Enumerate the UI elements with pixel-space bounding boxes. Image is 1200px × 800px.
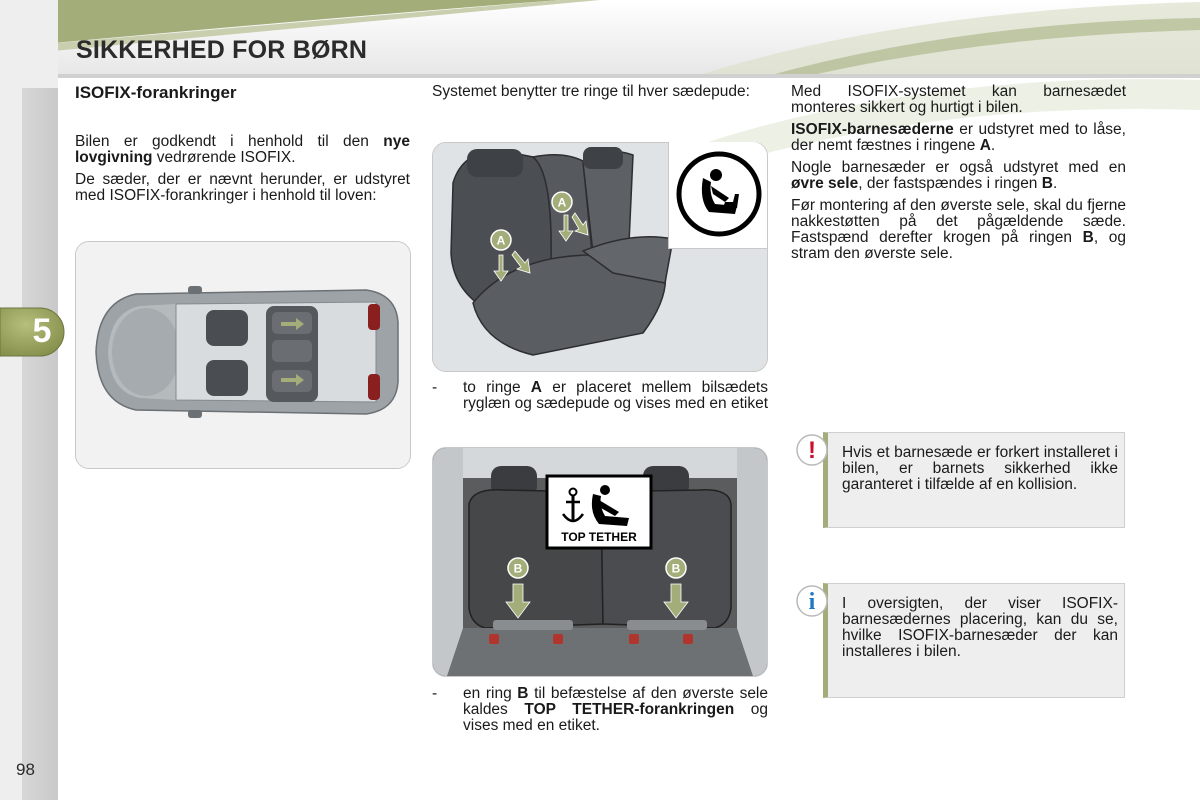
chapter-tab-icon <box>0 307 65 357</box>
bullet-b-text: en ring B til befæstelse af den øverste … <box>463 686 768 734</box>
bold-run: ISOFIX-barnesæderne <box>791 121 954 138</box>
text-run: er placeret mellem bilsædets ryglæn og s… <box>463 379 769 412</box>
info-icon: i <box>796 585 828 617</box>
seat-label-a-left: A <box>497 234 506 248</box>
col1-paragraph-2: De sæder, der er nævnt herunder, er udst… <box>75 171 410 204</box>
col2-intro: Systemet benytter tre ringe til hver sæd… <box>432 83 750 100</box>
child-seat-icon <box>591 485 629 526</box>
trunk-label-b-right: B <box>672 562 681 576</box>
bullet-ring-b: - en ring B til befæstelse af den øverst… <box>432 686 768 736</box>
isofix-child-seat-icon <box>676 151 762 237</box>
warning-icon: ! <box>796 434 828 466</box>
column-2: Systemet benytter tre ringe til hver sæd… <box>432 84 768 106</box>
text-run: til befæstelse af den øverste sele kalde… <box>463 685 768 718</box>
col3-paragraph-3: Nogle barnesæder er også udstyret med en… <box>791 160 1126 192</box>
warning-text: Hvis et barnesæde er forkert installeret… <box>842 444 1118 493</box>
info-symbol: i <box>809 589 816 615</box>
text-run: vedrørende ISOFIX. <box>152 149 296 166</box>
bold-run: B <box>517 685 529 702</box>
trunk-top-tether-figure: B B TOP TETHER <box>432 447 768 677</box>
seat-label-a-right: A <box>558 196 567 210</box>
trunk-illustration: B B TOP TETHER <box>433 448 767 676</box>
anchor-icon <box>561 487 585 523</box>
bold-run: øvre sele <box>791 175 859 192</box>
col3-paragraph-4: Før montering af den øverste sele, skal … <box>791 198 1126 262</box>
bold-run: B <box>1041 175 1053 192</box>
col1-paragraph-1: Bilen er godkendt i henhold til den nye … <box>75 134 410 166</box>
warning-notice: ! Hvis et barnesæde er forkert installer… <box>796 432 1125 528</box>
bold-run: B <box>1082 229 1094 246</box>
top-tether-label: TOP TETHER <box>561 530 637 544</box>
page-number: 98 <box>16 760 35 779</box>
bullet-dash: - <box>432 685 438 702</box>
background-swoosh <box>630 79 1200 178</box>
col3-paragraph-2: ISOFIX-barnesæderne er udstyret med to l… <box>791 122 1126 154</box>
section-heading: ISOFIX-forankringer <box>75 83 237 102</box>
warning-symbol: ! <box>808 437 816 464</box>
bullet-ring-a: - to ringe A er placeret mellem bilsædet… <box>432 380 768 430</box>
bullet-dash: - <box>432 379 438 396</box>
bullet-a-text: to ringe A er placeret mellem bilsædets … <box>463 380 768 412</box>
text-run: . <box>990 137 996 154</box>
column-1: ISOFIX-forankringer Bilen er godkendt i … <box>75 84 410 210</box>
text-run: , der fastspændes i ringen <box>858 175 1042 192</box>
bold-run: nye lovgivning <box>75 133 410 166</box>
text-run: Før montering af den øverste sele, skal … <box>791 197 1126 246</box>
car-topview-illustration <box>76 242 410 468</box>
info-notice: i I oversigten, der viser ISOFIX-barnesæ… <box>796 583 1125 698</box>
isofix-label-figure <box>668 142 767 249</box>
bold-run: A <box>530 379 542 396</box>
header-band <box>0 0 1200 78</box>
text-run: to ringe <box>463 379 531 396</box>
text-run: er udstyret med to låse, der nemt fæstne… <box>791 121 1126 154</box>
car-topview-figure <box>75 241 411 469</box>
text-run: og vises med en etiket. <box>463 701 768 734</box>
column-3: Med ISOFIX-systemet kan barnesædet monte… <box>791 84 1126 268</box>
chapter-number: 5 <box>32 312 52 350</box>
page-title: SIKKERHED FOR BØRN <box>76 36 368 64</box>
text-run: . <box>1052 175 1058 192</box>
bold-run: TOP TETHER-forankringen <box>524 701 735 718</box>
info-text: I oversigten, der viser ISOFIX-barnesæde… <box>842 595 1118 660</box>
bold-run: A <box>979 137 991 154</box>
left-margin-bar <box>22 88 58 800</box>
trunk-label-b-left: B <box>514 562 523 576</box>
col3-paragraph-1: Med ISOFIX-systemet kan barnesædet monte… <box>791 83 1126 116</box>
text-run: en ring <box>463 685 518 702</box>
text-run: Nogle barnesæder er også udstyret med en <box>791 159 1126 176</box>
text-run: Bilen er godkendt i henhold til den <box>75 133 384 150</box>
text-run: , og stram den øverste sele. <box>791 229 1126 262</box>
